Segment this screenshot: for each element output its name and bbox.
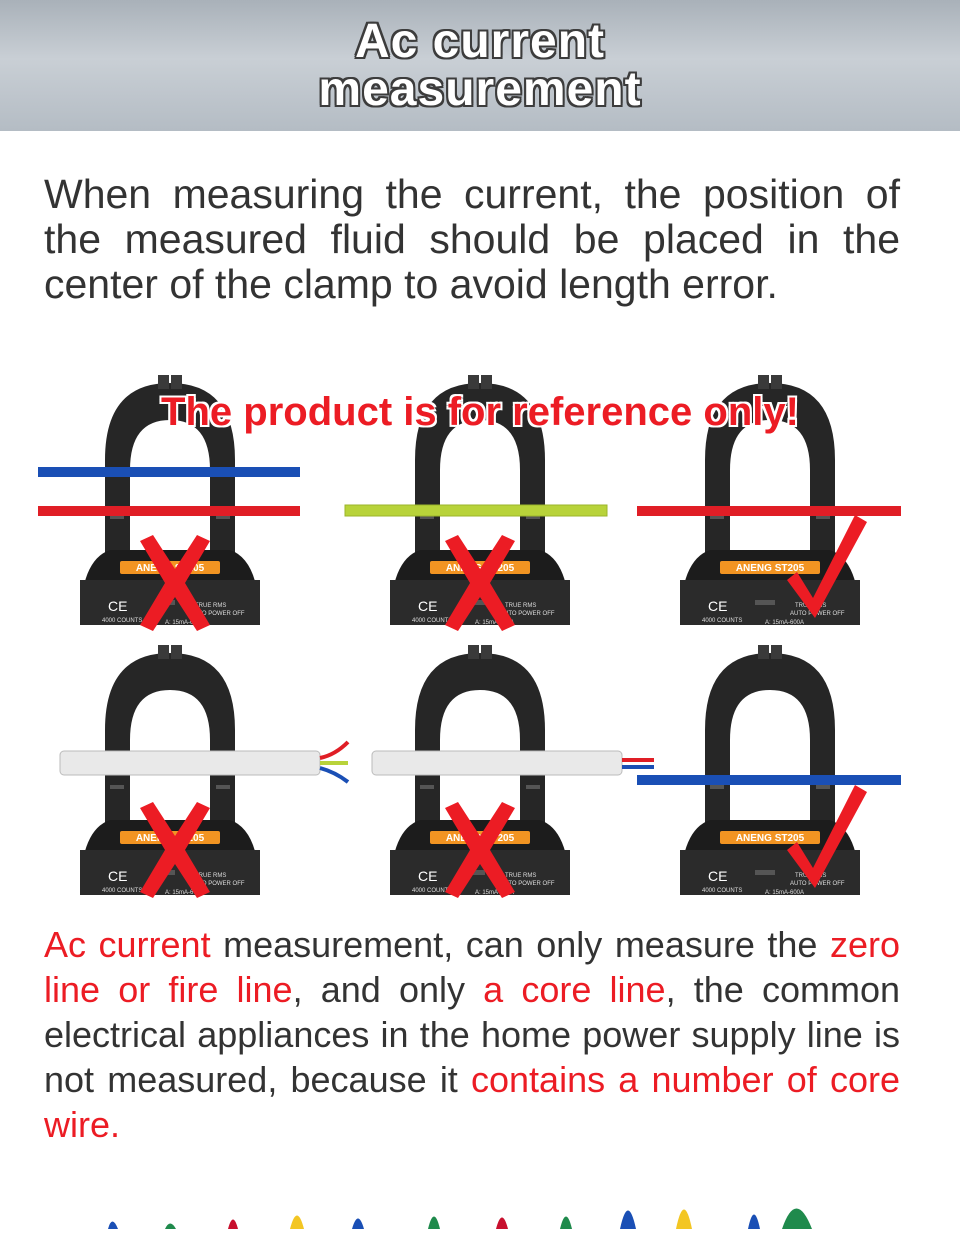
panel-1 [38, 375, 300, 631]
note-text-3: , the common electrical appliances in th… [44, 969, 900, 1100]
note-text-1: measurement, can only measure the [210, 924, 830, 965]
disclaimer-text: The product is for reference only! [161, 390, 799, 434]
panel-2 [344, 375, 608, 631]
panel-4 [59, 645, 350, 898]
intro-paragraph: When measuring the current, the position… [44, 171, 900, 307]
note-highlight-lines: zero line or fire line [44, 924, 900, 1010]
banner-title-line1: Ac current [354, 14, 606, 68]
note-highlight-contains: contains a number of core wire. [44, 1059, 901, 1145]
title-banner: Ac current measurement [0, 0, 960, 131]
note-highlight-core: a core line [483, 969, 666, 1010]
note-text-2: , and only [292, 969, 484, 1010]
clamp-usage-figure: ANENG ST205 CE 4000 COUNTS TRUE RMS AUTO… [30, 370, 930, 910]
note-paragraph: Ac current measurement, can only measure… [44, 922, 900, 1147]
footer-wire-tips [0, 1180, 960, 1229]
note-highlight-ac: Ac current [44, 924, 211, 965]
panel-6 [637, 645, 901, 896]
banner-title-line2: measurement [318, 62, 642, 116]
panel-5 [371, 645, 654, 898]
panel-3 [637, 375, 901, 626]
